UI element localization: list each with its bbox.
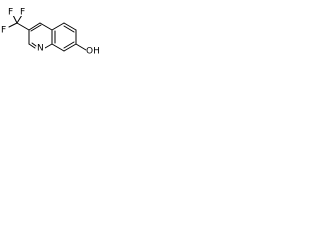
bond-c4a-c5-double [63, 25, 75, 33]
label-bg-hydroxyl [86, 45, 102, 55]
bond-c2-c3 [28, 22, 41, 31]
bond-c6-c7 [63, 43, 77, 52]
atom-label-f-top-left: F [8, 8, 13, 18]
bond-c3-c4 [39, 22, 53, 31]
bond-cf-top-left [12, 14, 18, 24]
bond-c4-c4a [51, 22, 65, 31]
atom-label-hydroxyl: OH [86, 47, 100, 57]
bond-n-c2 [28, 43, 36, 49]
bond-c2-n-double [31, 42, 37, 47]
quinoline-structure-diagram: F F F N OH [1, 7, 102, 57]
bond-c4a-c5 [63, 22, 77, 31]
bond-c-cf3 [16, 22, 30, 31]
label-bg-f-top-right [20, 7, 27, 16]
bond-cf-top-right [16, 14, 23, 24]
chemical-structure-canvas: F F F N OH [0, 0, 110, 69]
label-bg-nitrogen [37, 43, 45, 52]
label-bg-f-top-left [8, 7, 15, 16]
bond-cf-left [8, 22, 18, 28]
atom-label-f-left: F [1, 26, 6, 36]
label-bg-f-left [1, 25, 8, 34]
bond-c8a-n [44, 43, 53, 49]
bond-c6-c7-double [63, 41, 75, 49]
bond-c-oh [75, 43, 87, 51]
bond-c2-c3-double [30, 24, 42, 32]
atom-label-f-top-right: F [20, 8, 25, 18]
bond-c7-c8a [51, 43, 65, 52]
atom-label-nitrogen: N [37, 44, 44, 54]
